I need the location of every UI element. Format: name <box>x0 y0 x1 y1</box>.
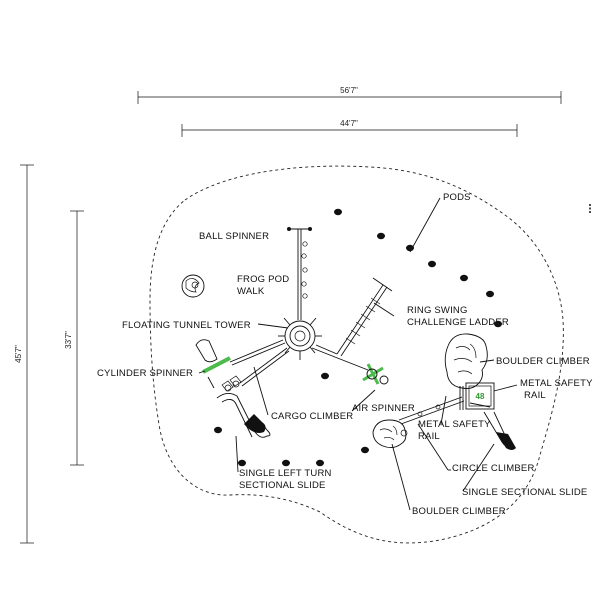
pod <box>460 274 468 282</box>
label-metal-safety-rail-right-2: RAIL <box>524 390 546 401</box>
pods-group <box>214 208 502 467</box>
overall-depth-text: 45'7" <box>14 345 23 363</box>
label-single-sectional-slide: SINGLE SECTIONAL SLIDE <box>462 487 587 498</box>
air-spinner <box>362 363 389 385</box>
label-boulder-climber-top: BOULDER CLIMBER <box>496 356 590 367</box>
arm-to-air-spinner <box>311 347 369 371</box>
pod <box>377 232 385 240</box>
label-air-spinner: AIR SPINNER <box>352 403 415 414</box>
pod <box>494 320 502 328</box>
pod <box>334 208 342 216</box>
pod <box>428 260 436 268</box>
leader-lines <box>198 197 518 511</box>
label-single-left-turn-2: SECTIONAL SLIDE <box>239 480 326 491</box>
pod <box>238 459 246 467</box>
label-floating-tunnel-tower: FLOATING TUNNEL TOWER <box>122 320 251 331</box>
frog-pod-walk <box>287 227 312 320</box>
label-metal-safety-rail-mid-2: RAIL <box>418 431 440 442</box>
pod <box>282 459 290 467</box>
label-ring-swing-1: RING SWING <box>407 305 468 316</box>
label-metal-safety-rail-right-1: METAL SAFETY <box>520 378 593 389</box>
label-circle-climber: CIRCLE CLIMBER <box>452 463 535 474</box>
overall-width-text: 56'7" <box>340 86 358 95</box>
ring-swing-challenge-ladder <box>315 277 393 357</box>
single-sectional-slide <box>483 411 516 450</box>
label-cargo-climber: CARGO CLIMBER <box>271 411 353 422</box>
inner-width-text: 44'7" <box>340 119 358 128</box>
dimension-overall-width: 56'7" <box>137 86 562 104</box>
pod <box>316 459 324 467</box>
pod <box>214 426 222 434</box>
pod <box>406 244 414 252</box>
boulder-climber-top <box>444 333 488 389</box>
label-pods: PODS <box>443 192 471 203</box>
pod <box>486 290 494 298</box>
dimension-overall-depth: 45'7" <box>14 164 34 544</box>
label-single-left-turn-1: SINGLE LEFT TURN <box>239 468 332 479</box>
cargo-climber <box>221 347 290 392</box>
label-cylinder-spinner: CYLINDER SPINNER <box>97 368 193 379</box>
cylinder-spinner <box>195 339 286 389</box>
use-zone-boundary <box>149 165 564 544</box>
label-frog-pod-walk-2: WALK <box>237 286 265 297</box>
label-ball-spinner: BALL SPINNER <box>199 231 269 242</box>
pod <box>321 372 329 380</box>
floating-tunnel-tower <box>278 317 322 360</box>
label-metal-safety-rail-mid-1: METAL SAFETY <box>418 419 491 430</box>
dimension-inner-depth: 33'7" <box>64 210 84 466</box>
dimension-inner-width: 44'7" <box>181 119 518 137</box>
boulder-climber-bottom <box>372 419 408 449</box>
circle-climber <box>398 396 465 425</box>
label-boulder-climber-bottom: BOULDER CLIMBER <box>412 506 506 517</box>
inner-depth-text: 33'7" <box>64 331 73 349</box>
label-ring-swing-2: CHALLENGE LADDER <box>407 317 509 328</box>
ball-spinner <box>181 274 205 298</box>
deck-platform: 48 <box>459 382 495 410</box>
deck-height-badge: 48 <box>476 392 485 401</box>
label-frog-pod-walk-1: FROG POD <box>237 274 289 285</box>
pod <box>361 446 369 454</box>
single-left-turn-slide <box>216 393 271 438</box>
